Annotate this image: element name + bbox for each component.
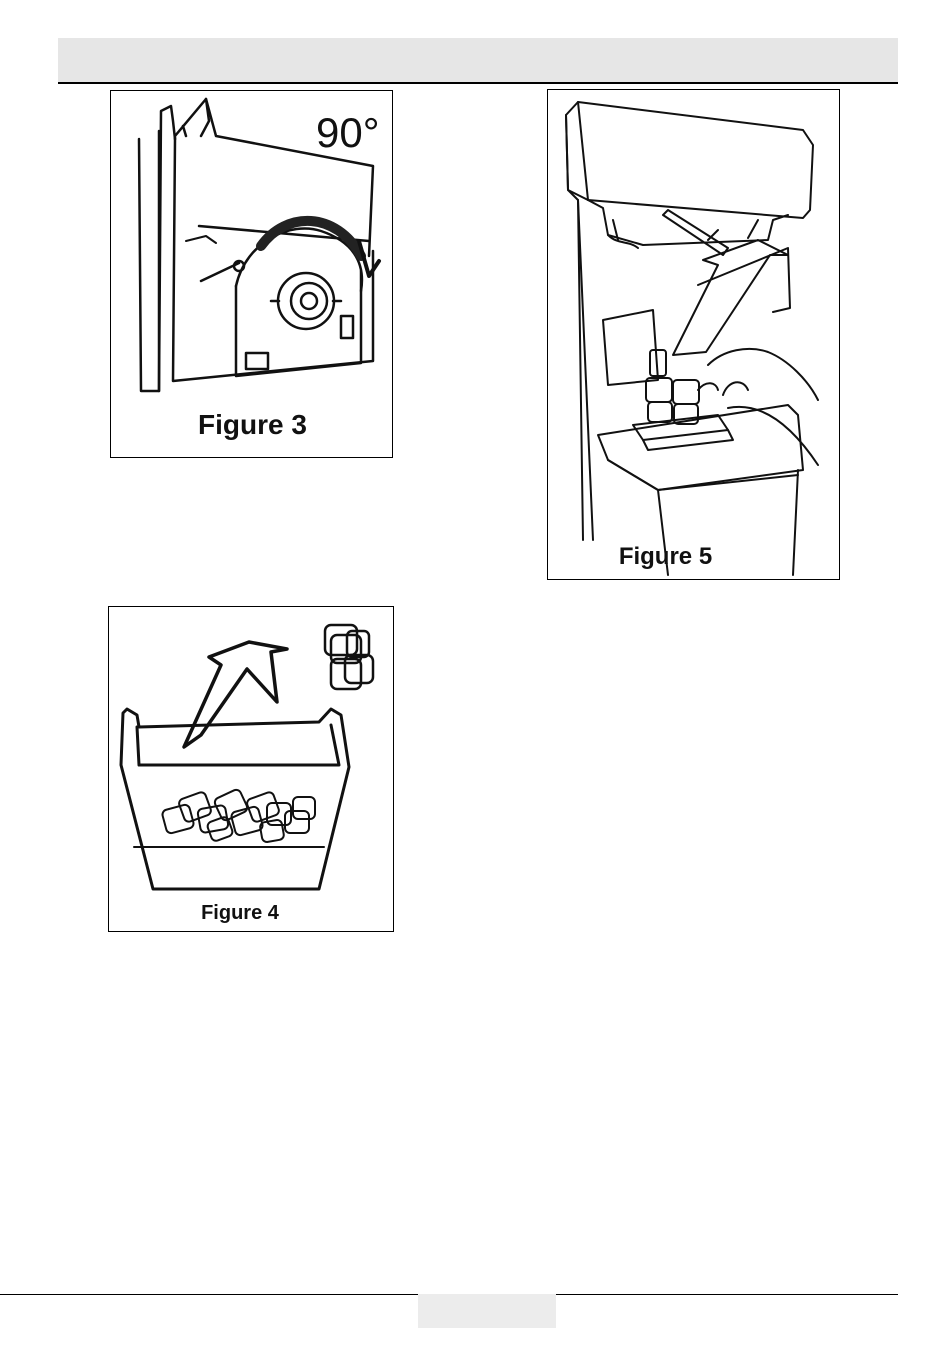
- figure-3: 90° Figure 3: [110, 90, 393, 458]
- dispenser-ice-removal-illustration: [548, 90, 838, 578]
- figure-5: Figure 5: [547, 89, 840, 580]
- figure-5-caption: Figure 5: [548, 543, 783, 571]
- rotation-angle-label: 90°: [316, 109, 380, 157]
- header-bar: [58, 38, 898, 84]
- page-number-tab: [418, 1294, 556, 1328]
- figure-4-caption: Figure 4: [109, 902, 371, 925]
- ice-bucket-emptying-illustration: [109, 607, 392, 930]
- figure-3-caption: Figure 3: [111, 409, 394, 441]
- figure-4: Figure 4: [108, 606, 394, 932]
